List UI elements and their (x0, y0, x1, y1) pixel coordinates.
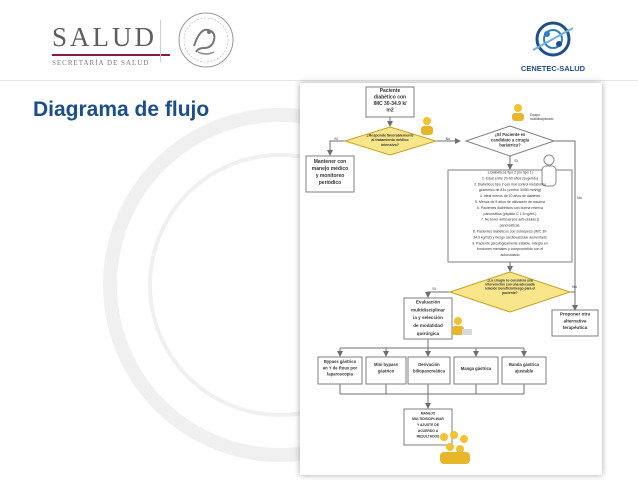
salud-logo-word: SALUD (52, 22, 158, 52)
connector-q2-no (554, 140, 578, 311)
criteria-text: 1.Diabéticos tipo 2 (no tipo 1)2. Edad e… (472, 171, 548, 258)
q3-diamond (448, 271, 572, 313)
connector-q3-yes (425, 291, 450, 298)
header: SALUD SECRETARÍA DE SALUD CENETEC-SALUD (0, 0, 638, 81)
mexico-seal-icon (174, 10, 238, 75)
salud-logo-bar (52, 54, 170, 56)
team-icon (512, 104, 524, 121)
alt-box (551, 309, 599, 337)
option-text-4: Manga gástrica (461, 366, 492, 371)
option-box-4 (453, 356, 499, 385)
surgeon-icon (452, 317, 472, 335)
option-box-5 (501, 356, 547, 385)
cenetec-logo-label: CENETEC-SALUD (520, 64, 586, 73)
q3-yes-label: Si (432, 287, 436, 291)
start-box (365, 86, 415, 118)
salud-logo-subtitle: SECRETARÍA DE SALUD (52, 59, 150, 67)
option-box-2 (365, 356, 407, 385)
option-box-1 (317, 356, 363, 385)
q1-no-label: No (446, 137, 451, 141)
keep-box (305, 155, 355, 193)
q3-no-label: No (572, 285, 577, 289)
group-icon (440, 431, 470, 464)
cenetec-logo-icon (532, 21, 574, 57)
header-divider (160, 20, 161, 62)
option-box-3 (407, 356, 451, 385)
q2-no-label: No (577, 196, 582, 200)
doctor-icon (421, 117, 433, 135)
q1-yes-label: Si (334, 137, 338, 141)
slide-title: Diagrama de flujo (33, 98, 210, 121)
q2-yes-label: Si (514, 159, 518, 163)
q1-diamond (343, 126, 438, 156)
connector-q1-yes (327, 140, 345, 156)
eval-box (403, 297, 453, 340)
cenetec-logo: CENETEC-SALUD (508, 20, 598, 73)
patient-icon (541, 154, 557, 187)
salud-logo: SALUD SECRETARÍA DE SALUD (52, 24, 170, 67)
q2-diamond (464, 125, 556, 157)
